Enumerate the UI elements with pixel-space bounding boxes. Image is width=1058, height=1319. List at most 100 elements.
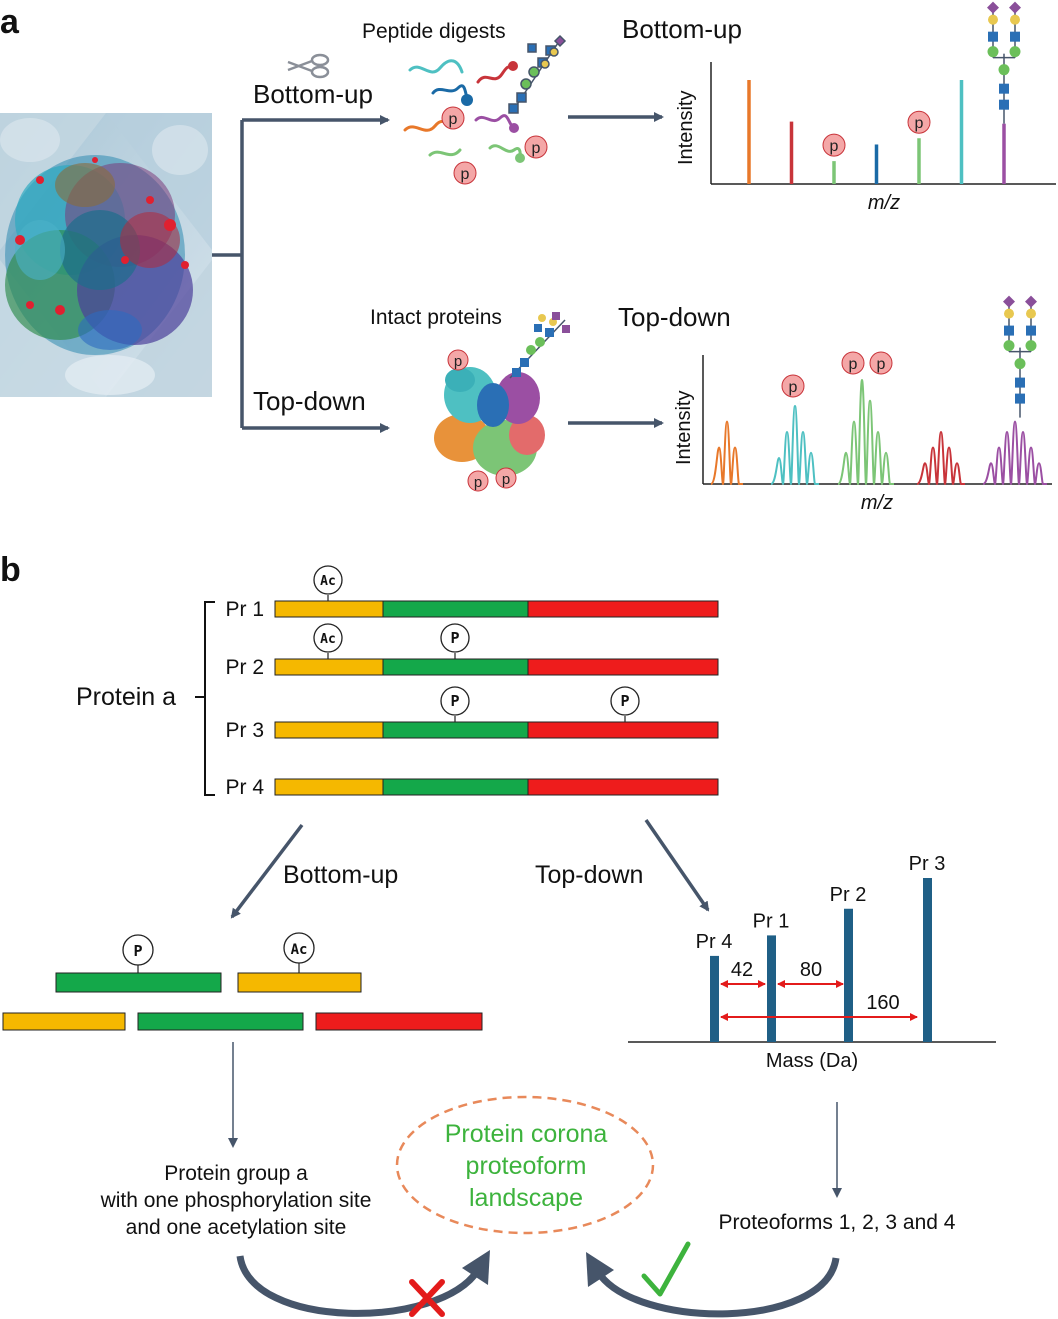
phospho-badge: p [869,351,893,375]
arrow-top-down [644,819,710,912]
mass-axis-label: Mass (Da) [766,1050,858,1072]
mod-badge: Ac [313,565,343,601]
proteoform-row: Pr 4 [225,776,719,799]
curved-arrow-bottom-up [236,1255,481,1317]
mod-badge-p: P [122,934,154,973]
panel-b-top-down-label: Top-down [535,861,643,889]
panel-a-top-down-label: Top-down [253,386,366,416]
mod-badge: P [440,686,470,722]
delta-42: 42 [731,959,753,981]
sequence-segment [382,658,529,676]
proteoform-label: Pr 4 [225,776,264,799]
svg-text:p: p [461,166,470,183]
svg-text:p: p [789,379,798,396]
phospho-badge: p [841,351,865,375]
peptide-digests-caption: Peptide digests [362,20,506,43]
center-label-line-3: landscape [469,1184,583,1212]
svg-text:Ac: Ac [291,942,308,958]
sequence-segment [382,721,529,739]
mass-peak-label: Pr 4 [696,931,733,953]
phospho-badge: p [822,133,846,157]
svg-text:P: P [133,942,142,960]
bottom-up-peaks: pp [747,1,1021,184]
top-down-spectrum-axes [702,355,1052,485]
fragment-green [137,1012,304,1031]
svg-text:p: p [877,356,886,373]
proteoform-label: Pr 3 [225,719,264,742]
svg-text:P: P [450,629,459,647]
bottom-up-result-line-1: Protein group a [164,1162,308,1185]
isotope-cluster [916,430,965,486]
peptide-digests-illustration [403,59,522,160]
glycan-tree-icon [987,1,1021,124]
sequence-segment [527,600,719,618]
panel-a-bottom-up-label: Bottom-up [253,79,373,109]
proteoform-label: Pr 2 [225,656,264,679]
svg-text:p: p [474,474,482,491]
top-down-result: Proteoforms 1, 2, 3 and 4 [719,1211,956,1234]
sequence-segment [527,658,719,676]
sequence-segment [527,778,719,796]
sequence-segment [274,658,384,676]
svg-text:p: p [915,115,924,132]
isotope-cluster [982,420,1047,486]
proteoform-row: Pr 1 Ac [225,565,719,621]
sequence-segment [382,600,529,618]
peptide-phospho-marks: p p p [441,61,548,185]
mod-badge-ac: Ac [283,932,315,973]
isotope-cluster [770,404,819,486]
svg-text:p: p [454,353,462,370]
bottom-up-result-line-3: and one acetylation site [126,1216,347,1239]
svg-text:p: p [830,138,839,155]
mass-peak-label: Pr 2 [830,884,867,906]
sequence-segment [274,721,384,739]
mod-badge: P [440,623,470,659]
mass-peak [923,878,932,1042]
protein-corona-image [0,113,212,397]
phospho-badge: p [467,470,489,492]
protein-a-label: Protein a [76,683,176,711]
proteoform-label: Pr 1 [225,598,264,621]
mass-delta-arrows [720,980,918,1021]
cross-icon [409,1279,445,1317]
peptide-fragments [2,972,483,1031]
phospho-badge: p [781,374,805,398]
svg-text:p: p [449,111,458,128]
mass-peak [767,935,776,1042]
isotope-cluster [710,420,743,486]
sequence-segment [274,778,384,796]
phospho-badge: p [453,161,477,185]
curved-arrow-top-down [595,1257,840,1318]
bottom-up-spectrum-axes [710,62,1056,185]
phospho-badge: p [524,135,548,159]
sequence-segment [382,778,529,796]
corona-landscape-ellipse [395,1095,655,1235]
sequence-segment [527,721,719,739]
phospho-badge: p [907,110,931,134]
curved-arrow-top-down-head [586,1252,614,1287]
top-down-spectrum-title: Top-down [618,302,731,332]
isotope-cluster [837,378,894,486]
sequence-segment [274,600,384,618]
proteoform-row: Pr 3 P P [225,686,719,742]
fragment-red [315,1012,483,1031]
bottom-up-result-line-2: with one phosphorylation site [100,1189,372,1212]
svg-text:P: P [450,692,459,710]
panel-b-letter: b [0,551,21,589]
bottom-up-mz-label: m/z [868,192,900,214]
mass-peak [710,955,719,1042]
panel-a-letter: a [0,3,20,41]
bottom-up-spectrum-title: Bottom-up [622,14,742,44]
arrow-bottom-up [230,823,304,919]
svg-text:Ac: Ac [320,574,336,589]
svg-text:p: p [502,471,510,488]
delta-160: 160 [866,992,899,1014]
phospho-badge: p [495,467,517,489]
svg-text:P: P [620,692,629,710]
svg-text:p: p [532,140,541,157]
mod-badge: P [610,686,640,722]
curved-arrow-bottom-up-head [462,1250,490,1285]
